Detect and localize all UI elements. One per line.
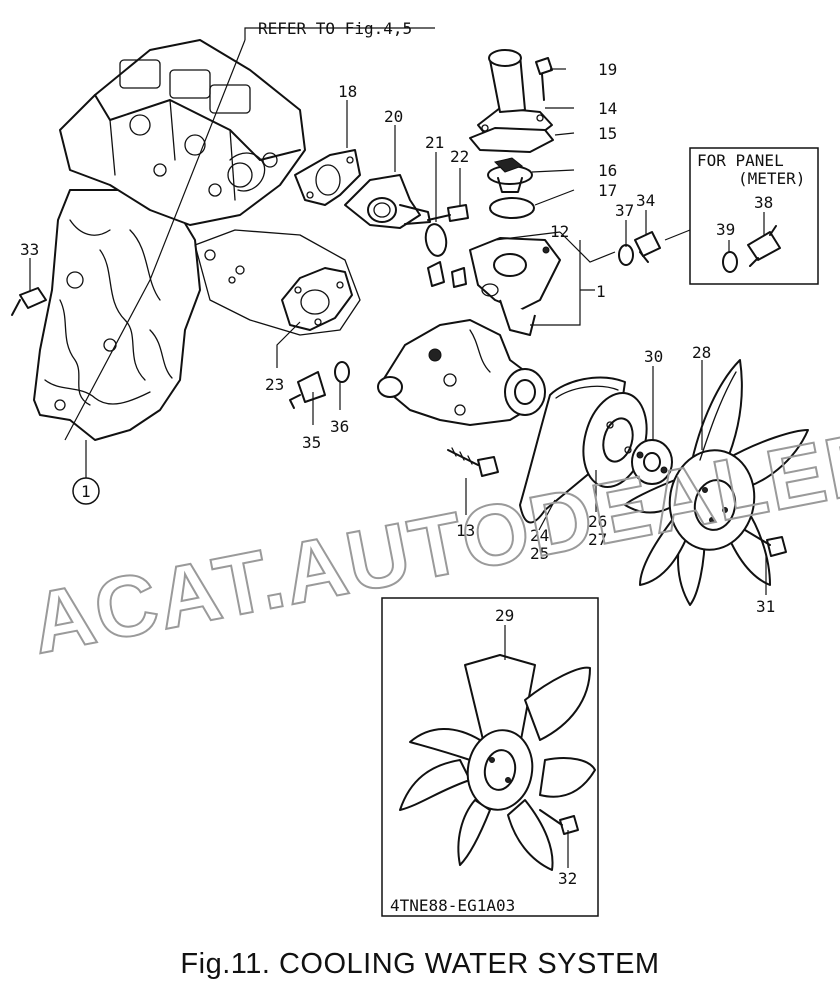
washer-36 [334,361,350,383]
inset-alt-fan: 4TNE88-EG1A03 [381,597,599,917]
callout-34: 34 [636,191,655,210]
fan-spacer-30 [631,439,673,485]
v-belt-24 [519,376,626,524]
callout-39: 39 [716,220,735,239]
callout-24: 24 [530,526,549,545]
bypass-flange-20 [344,174,431,229]
bolt-19 [535,57,553,101]
refer-note: REFER TO Fig.4,5 [258,19,412,38]
callout-37: 37 [615,201,634,220]
gasket-18 [294,149,361,206]
gear-case-gasket [194,229,361,336]
figure-caption: Fig.11. COOLING WATER SYSTEM [180,948,660,980]
callout-18: 18 [338,82,357,101]
temp-switch-35 [289,371,326,409]
callout-17: 17 [598,181,617,200]
callout-36: 36 [330,417,349,436]
thermostat-16 [487,157,533,193]
panel-note-line2: (METER) [738,169,805,188]
callout-30: 30 [644,347,663,366]
callout-1-circled: 1 [81,482,91,501]
callout-circle [72,477,100,505]
washer-37 [618,244,634,266]
callout-12: 12 [550,222,569,241]
callout-35: 35 [302,433,321,452]
callout-38: 38 [754,193,773,212]
callout-1: 1 [596,282,606,301]
cooling-fan-28 [624,359,809,606]
o-ring-21 [424,223,448,257]
callout-28: 28 [692,343,711,362]
callout-14: 14 [598,99,617,118]
gasket-23 [281,267,353,331]
leader-lines [29,68,767,868]
callout-31: 31 [756,597,775,616]
gasket-15 [469,127,554,153]
gasket-17 [489,197,535,219]
plug [427,261,445,287]
callout-25: 25 [530,544,549,563]
callout-13: 13 [456,521,475,540]
callout-20: 20 [384,107,403,126]
callout-21: 21 [425,133,444,152]
callout-19: 19 [598,60,617,79]
callout-23: 23 [265,375,284,394]
cylinder-head [59,39,306,226]
callout-16: 16 [598,161,617,180]
bolt-31 [744,529,787,557]
callout-27: 27 [588,530,607,549]
adapter-34 [634,231,661,263]
bolt-32 [539,809,579,835]
panel-meter-box: FOR PANEL (METER) [664,147,819,285]
bolt-13 [447,447,499,477]
callout-labels: 18 20 21 22 19 14 15 16 17 12 1 37 34 39… [20,60,775,888]
panel-note-line1: FOR PANEL [697,151,784,170]
plug-2 [451,267,467,288]
drain-cock-33 [11,287,47,316]
callout-26: 26 [588,512,607,531]
bolt-22 [427,204,469,222]
callout-33: 33 [20,240,39,259]
temp-sender-38 [747,225,781,267]
callout-22: 22 [450,147,469,166]
inset-drawing-code: 4TNE88-EG1A03 [390,896,515,915]
thermostat-housing-1 [469,237,561,336]
callout-32: 32 [558,869,577,888]
callout-29: 29 [495,606,514,625]
washer-39 [722,251,738,273]
callout-15: 15 [598,124,617,143]
cylinder-block [33,189,201,441]
water-pump [377,319,546,426]
